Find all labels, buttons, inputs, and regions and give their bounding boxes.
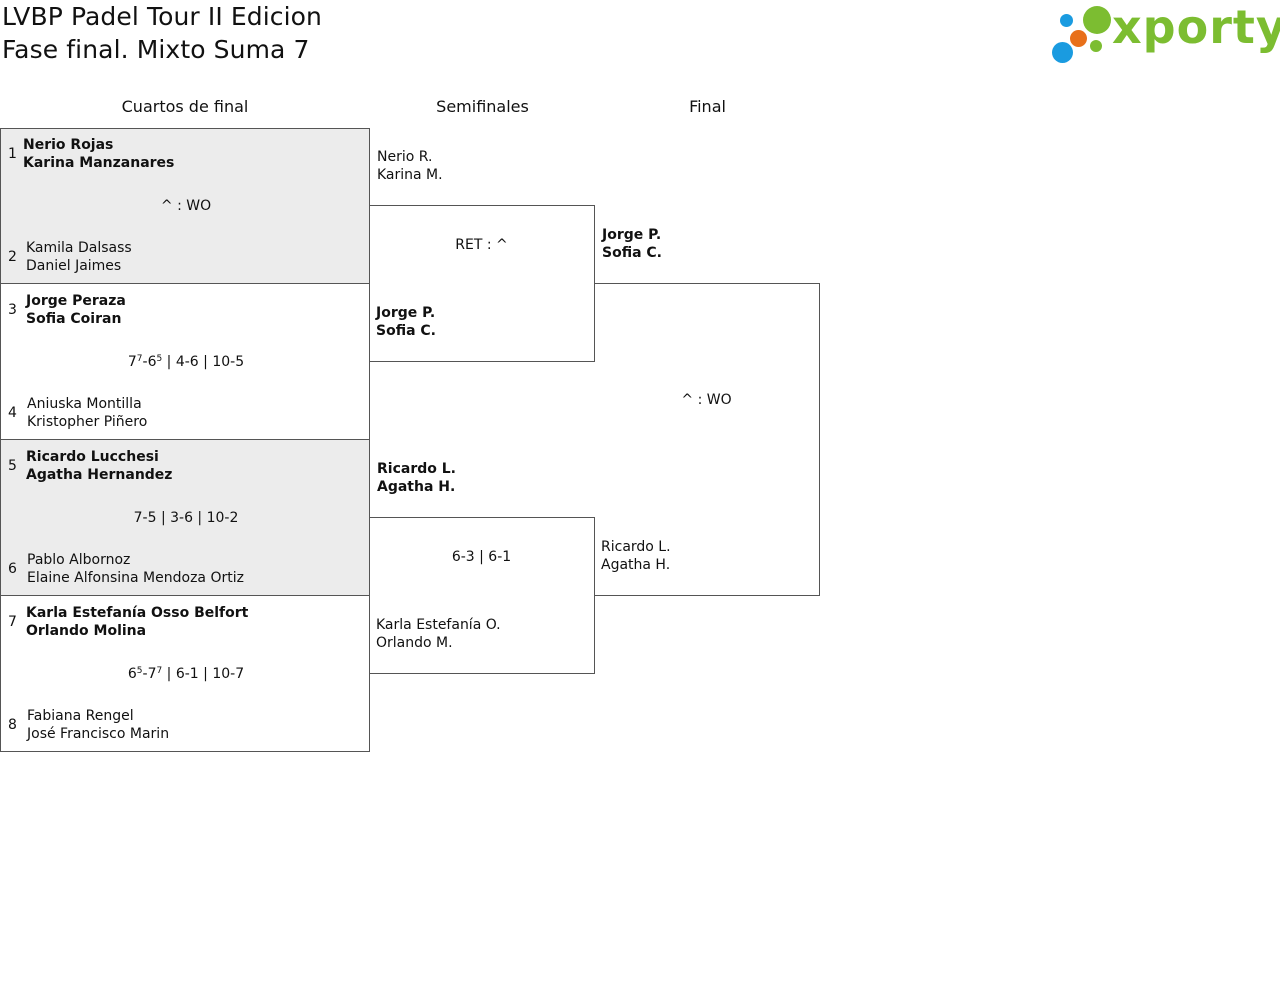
player-name: Ricardo L.: [601, 539, 671, 555]
score-text: 6: [127, 666, 137, 682]
player-name: Sofia C.: [376, 323, 436, 339]
logo-dot-blue-small-icon: [1060, 14, 1073, 27]
player-name: Pablo Albornoz: [27, 552, 131, 568]
semifinal-match-1[interactable]: RET : ^ Jorge P. Sofia C.: [369, 205, 595, 362]
player-name: Nerio R.: [377, 149, 433, 165]
player-name: Sofia Coiran: [26, 311, 122, 327]
seed-number: 3: [8, 302, 17, 318]
match-score: 7-5 | 3-6 | 10-2: [133, 510, 239, 526]
match-score: ^ : WO: [681, 392, 732, 408]
player-name: Karina M.: [377, 167, 443, 183]
tiebreak-score: 7: [156, 666, 163, 676]
seed-number: 7: [8, 614, 17, 630]
player-name: Karla Estefanía Osso Belfort: [26, 605, 249, 621]
score-text: 7: [127, 354, 137, 370]
round-header-semifinals: Semifinales: [436, 97, 529, 116]
logo-text: xporty: [1112, 0, 1280, 54]
player-name: Daniel Jaimes: [26, 258, 122, 274]
player-name: Ricardo L.: [377, 461, 456, 477]
logo-dot-green-icon: [1083, 6, 1111, 34]
player-name: Jorge P.: [376, 305, 436, 321]
match-score: 65-77 | 6-1 | 10-7: [1, 666, 371, 682]
player-name: Karina Manzanares: [23, 155, 175, 171]
tiebreak-score: 7: [136, 354, 143, 364]
player-name: Orlando Molina: [26, 623, 147, 639]
player-name: Fabiana Rengel: [27, 708, 134, 724]
quarterfinal-match-2[interactable]: 3 Jorge Peraza Sofia Coiran 77-65 | 4-6 …: [0, 283, 370, 440]
player-name: Nerio Rojas: [23, 137, 114, 153]
match-score: 6-3 | 6-1: [451, 549, 512, 565]
player-name: Jorge Peraza: [26, 293, 126, 309]
seed-number: 8: [8, 717, 17, 733]
player-name: José Francisco Marin: [27, 726, 170, 742]
seed-number: 5: [8, 458, 17, 474]
tournament-title: LVBP Padel Tour II Edicion: [2, 2, 322, 31]
player-name: Agatha H.: [377, 479, 456, 495]
match-score: ^ : WO: [160, 198, 212, 214]
player-name: Kamila Dalsass: [26, 240, 132, 256]
player-name: Orlando M.: [376, 635, 453, 651]
match-score: 77-65 | 4-6 | 10-5: [1, 354, 371, 370]
score-text: -7: [142, 666, 157, 682]
seed-number: 1: [8, 146, 17, 162]
quarterfinal-match-4[interactable]: 7 Karla Estefanía Osso Belfort Orlando M…: [0, 595, 370, 752]
player-name: Sofia C.: [602, 245, 662, 261]
player-name: Jorge P.: [602, 227, 662, 243]
logo-dot-blue-large-icon: [1052, 42, 1073, 63]
player-name: Ricardo Lucchesi: [26, 449, 159, 465]
logo-dot-green-small-icon: [1090, 40, 1102, 52]
score-text: -6: [142, 354, 157, 370]
quarterfinal-match-1[interactable]: 1 Nerio Rojas Karina Manzanares ^ : WO 2…: [0, 128, 370, 284]
player-name: Elaine Alfonsina Mendoza Ortiz: [27, 570, 244, 586]
player-name: Aniuska Montilla: [27, 396, 142, 412]
round-header-quarterfinals: Cuartos de final: [121, 97, 249, 116]
player-name: Agatha H.: [601, 557, 671, 573]
player-name: Karla Estefanía O.: [376, 617, 501, 633]
quarterfinal-match-3[interactable]: 5 Ricardo Lucchesi Agatha Hernandez 7-5 …: [0, 439, 370, 596]
logo-dot-orange-icon: [1070, 30, 1087, 47]
player-name: Kristopher Piñero: [27, 414, 148, 430]
tiebreak-score: 5: [136, 666, 143, 676]
tiebreak-score: 5: [156, 354, 163, 364]
round-header-final: Final: [689, 97, 726, 116]
match-score: RET : ^: [455, 237, 508, 253]
seed-number: 6: [8, 561, 17, 577]
xporty-logo[interactable]: xporty: [1050, 4, 1280, 66]
seed-number: 4: [8, 405, 17, 421]
final-match[interactable]: ^ : WO Ricardo L. Agatha H.: [594, 283, 820, 596]
tournament-subtitle: Fase final. Mixto Suma 7: [2, 35, 310, 64]
score-text: | 4-6 | 10-5: [162, 354, 245, 370]
player-name: Agatha Hernandez: [26, 467, 173, 483]
semifinal-match-2[interactable]: 6-3 | 6-1 Karla Estefanía O. Orlando M.: [369, 517, 595, 674]
score-text: | 6-1 | 10-7: [162, 666, 245, 682]
seed-number: 2: [8, 249, 17, 265]
